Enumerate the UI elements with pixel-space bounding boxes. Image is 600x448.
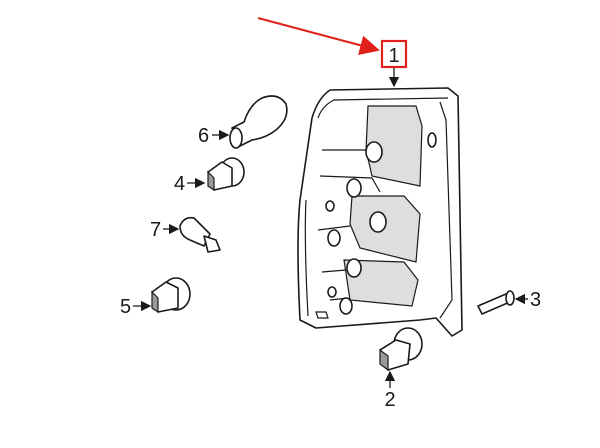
socket-5 — [151, 277, 191, 314]
callout-5: 5 — [120, 296, 131, 318]
callout-2: 2 — [384, 389, 395, 411]
socket-2 — [379, 327, 423, 372]
callout-3: 3 — [530, 289, 541, 311]
bulb-6 — [229, 95, 288, 149]
socket-4 — [207, 157, 245, 192]
highlight-box-part-1 — [380, 39, 408, 69]
bolt-3 — [477, 290, 515, 315]
callout-4: 4 — [174, 173, 185, 195]
callout-1: 1 — [388, 45, 399, 67]
red-pointer-arrow — [257, 17, 380, 56]
callout-7: 7 — [150, 219, 161, 241]
tail-lamp-assembly — [297, 87, 463, 337]
callout-6: 6 — [198, 125, 209, 147]
bulb-7 — [179, 216, 221, 253]
